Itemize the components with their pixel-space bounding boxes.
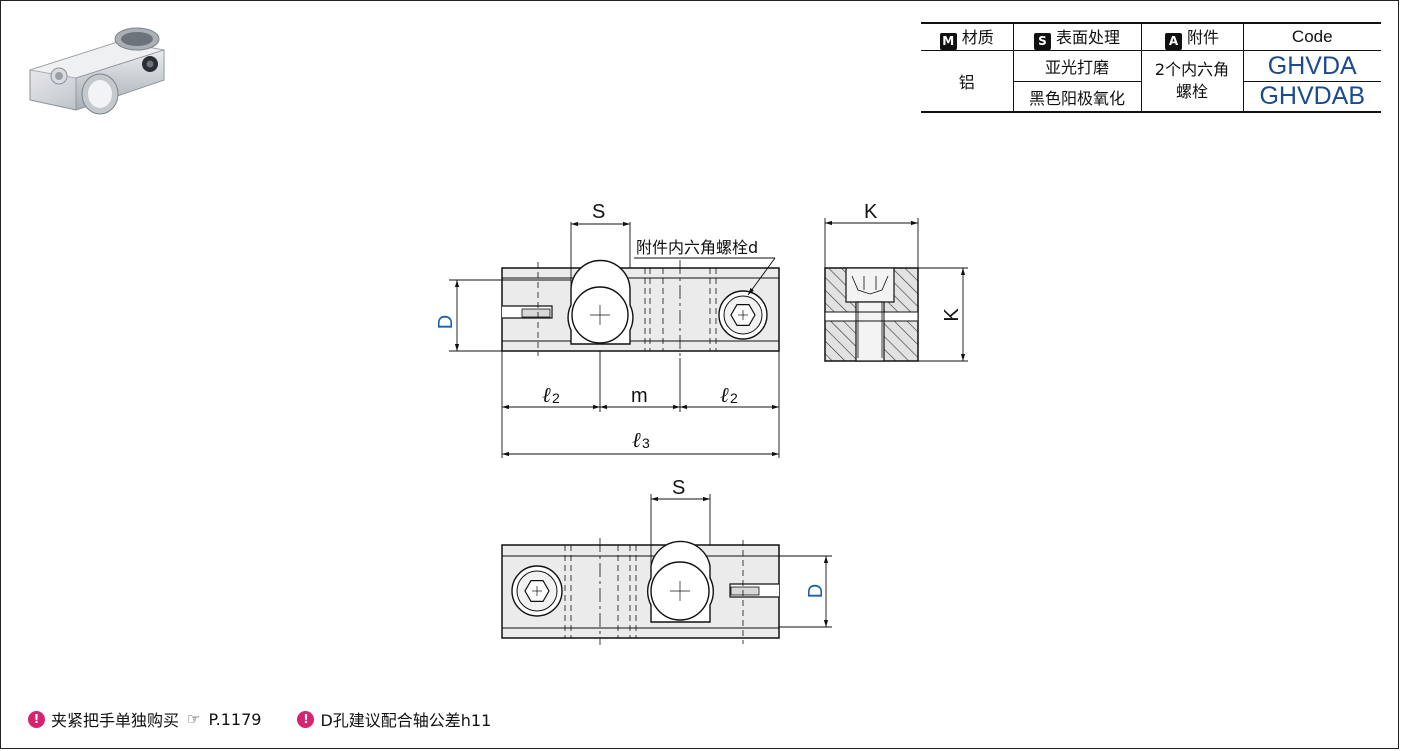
side-section-view — [824, 267, 919, 362]
dim-m: m — [631, 385, 648, 407]
dim-l3: ℓ — [632, 428, 641, 452]
code-cell[interactable]: GHVDAB — [1242, 81, 1381, 113]
material-cell: 铝 — [921, 50, 1013, 113]
dim-l2-left: ℓ — [542, 383, 551, 407]
header-code: Code — [1242, 22, 1381, 51]
dim-d-left: D — [435, 315, 457, 329]
dim-d-right: D — [805, 584, 827, 598]
bottom-view — [501, 538, 780, 645]
dim-k-top: K — [864, 201, 878, 223]
front-dimensions — [449, 221, 780, 458]
dim-l2-right-sub: 2 — [730, 390, 738, 406]
dim-s-bottom: S — [672, 477, 685, 499]
dim-l2-left-sub: 2 — [552, 390, 560, 406]
accessory-cell: 2个内六角 螺栓 — [1140, 50, 1243, 113]
bottom-dimensions — [650, 494, 832, 628]
notes: ! 夹紧把手单独购买 ☞ P.1179 ! D孔建议配合轴公差h11 — [28, 707, 491, 731]
warning-icon: ! — [28, 710, 45, 728]
code-cell[interactable]: GHVDA — [1242, 50, 1381, 82]
note-item: ! D孔建议配合轴公差h11 — [297, 707, 491, 731]
material-badge-icon: M — [939, 33, 957, 50]
product-photo — [29, 27, 165, 115]
table-row: 黑色阳极氧化 GHVDAB — [921, 81, 1381, 113]
dim-l2-right: ℓ — [720, 383, 729, 407]
note-item: ! 夹紧把手单独购买 ☞ P.1179 — [28, 707, 261, 731]
surface-cell: 黑色阳极氧化 — [1012, 81, 1141, 113]
note-text: D孔建议配合轴公差h11 — [320, 711, 492, 730]
pointing-hand-icon: ☞ — [187, 710, 201, 728]
side-dimensions — [824, 218, 968, 362]
surface-cell: 亚光打磨 — [1012, 50, 1141, 82]
surface-badge-icon: S — [1033, 33, 1051, 50]
dim-k-right: K — [941, 308, 963, 322]
page-ref-link[interactable]: P.1179 — [208, 709, 262, 729]
dim-s-top: S — [592, 201, 605, 223]
accessory-badge-icon: A — [1164, 33, 1182, 50]
warning-icon: ! — [297, 710, 315, 728]
bolt-callout: 附件内六角螺栓d — [636, 238, 758, 257]
front-view — [501, 259, 780, 358]
note-text: 夹紧把手单独购买 — [51, 711, 180, 730]
table-row: 铝 亚光打磨 2个内六角 螺栓 GHVDA — [921, 50, 1381, 113]
dim-l3-sub: 3 — [642, 435, 650, 451]
